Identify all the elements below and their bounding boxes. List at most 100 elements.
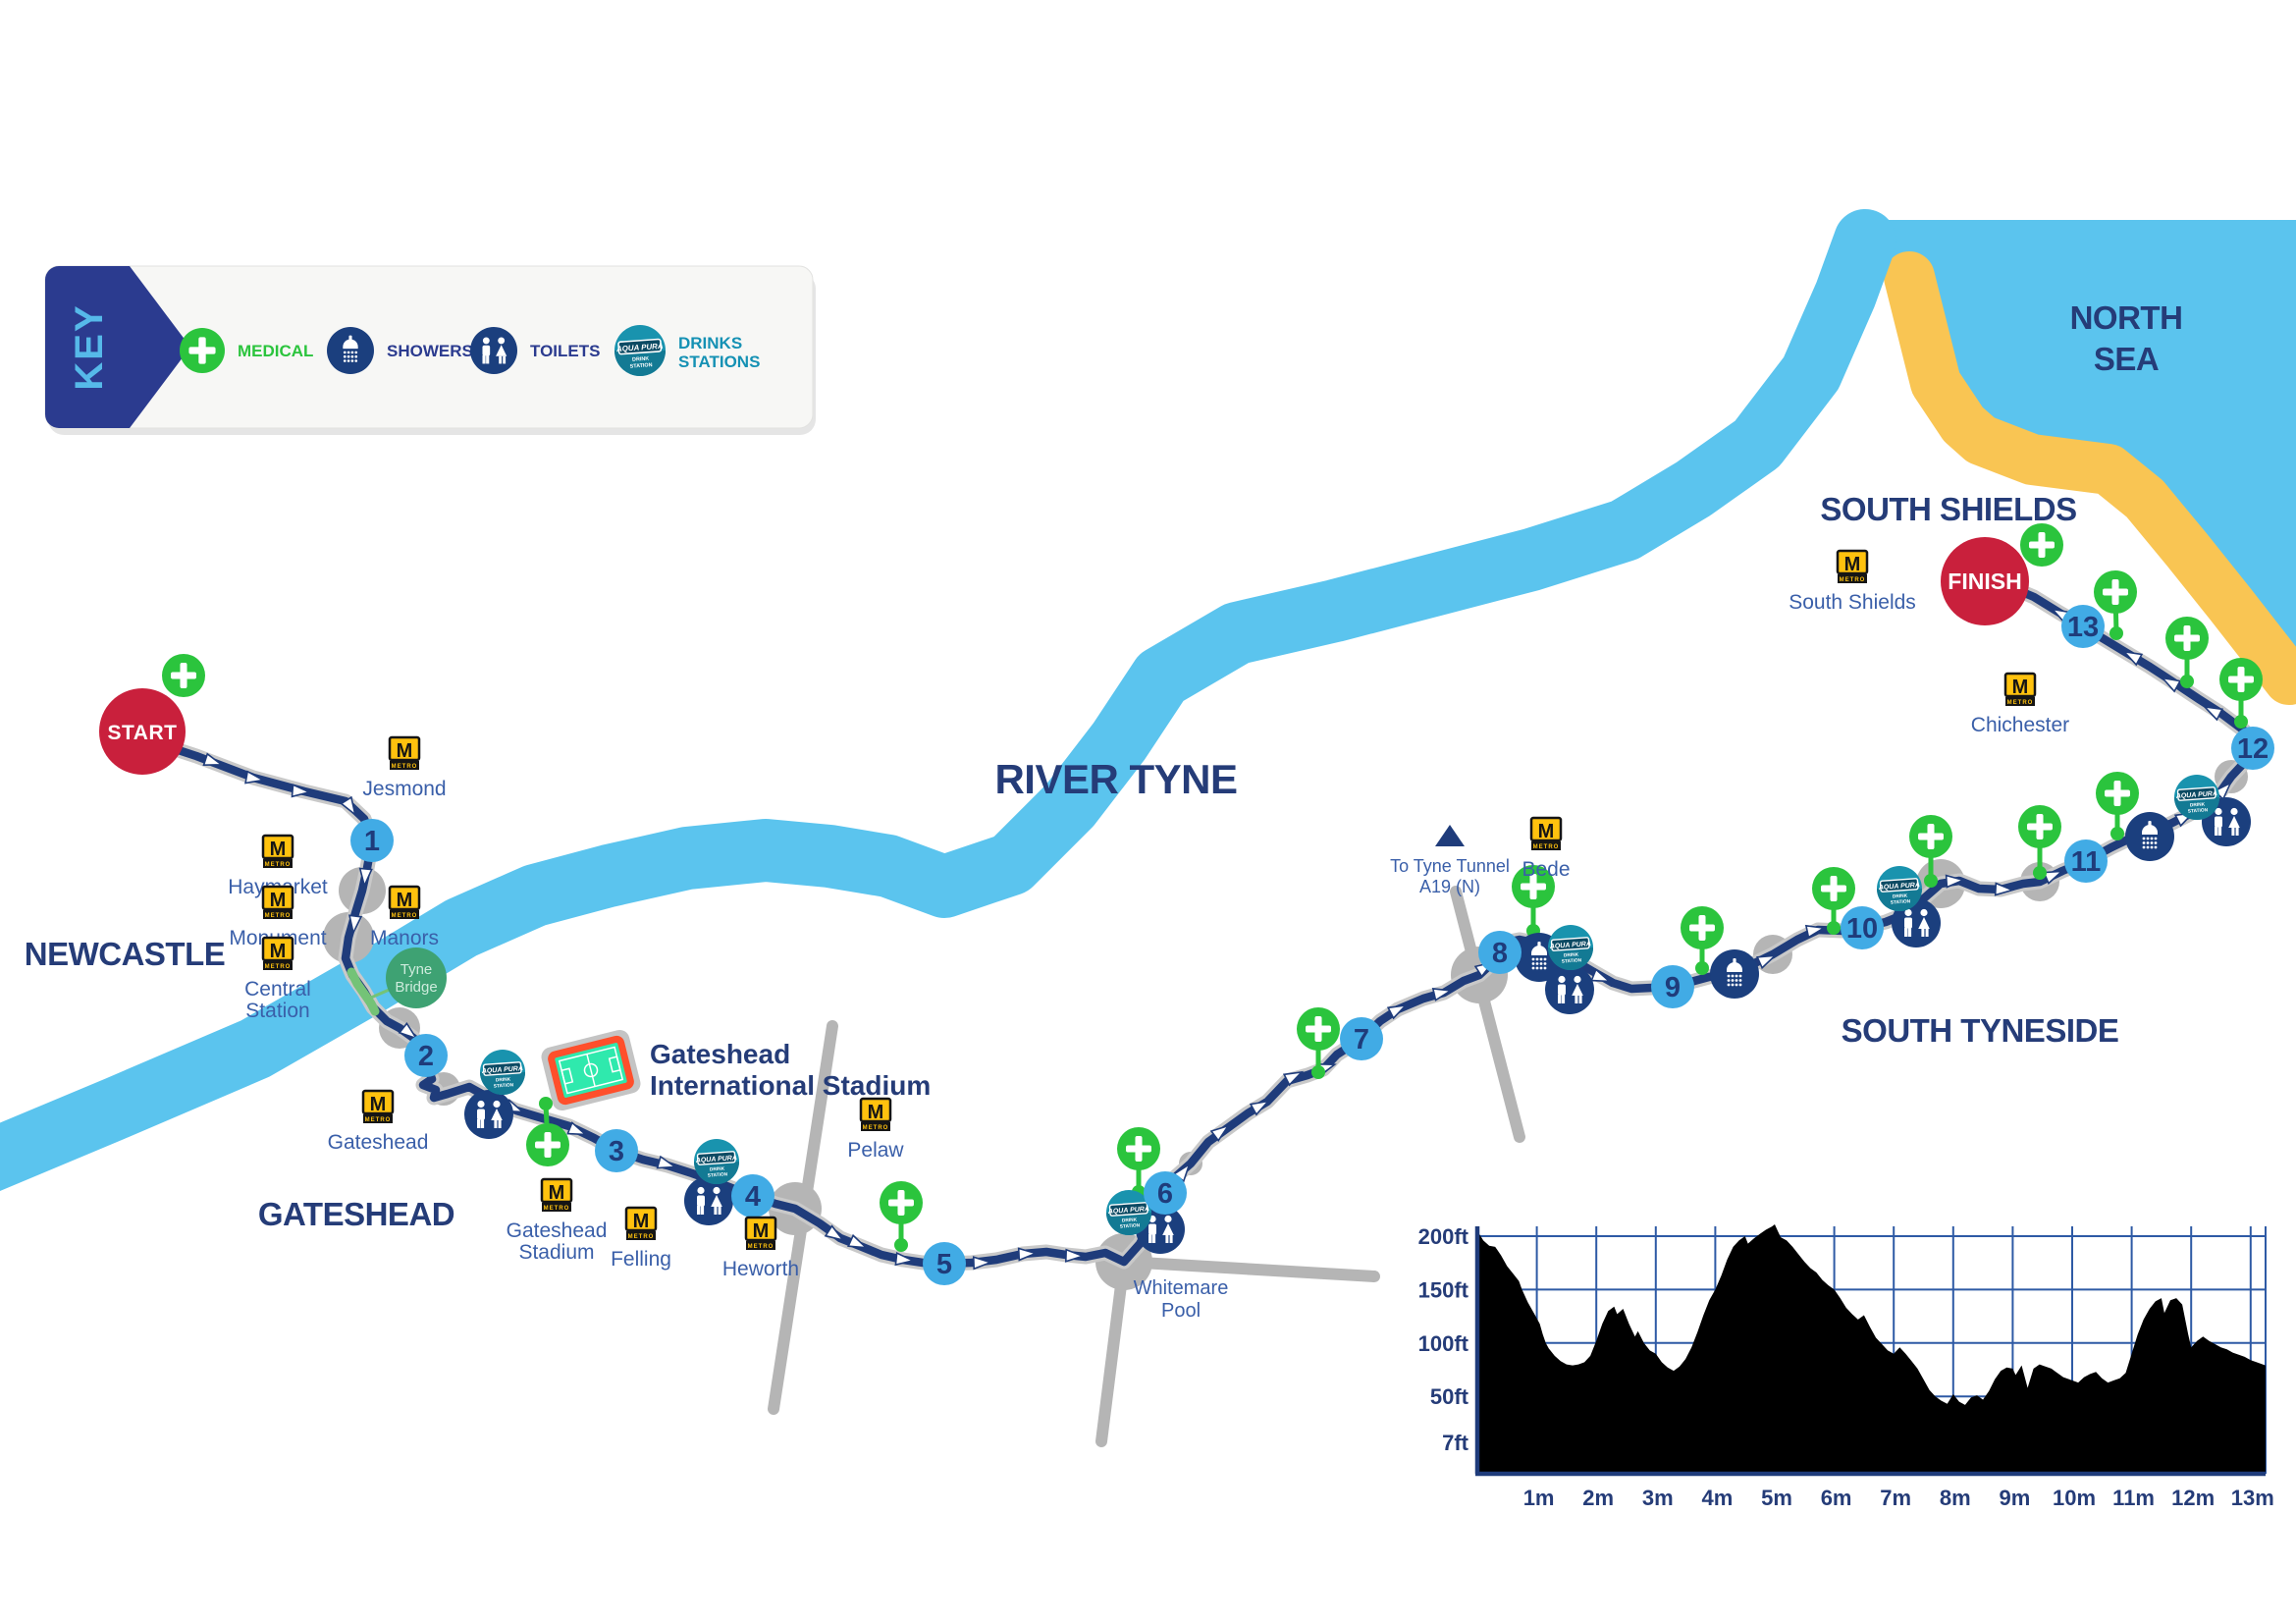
route-direction-arrow-icon: [1386, 1003, 1409, 1020]
svg-text:AQUA PURA: AQUA PURA: [615, 342, 664, 353]
region-label-south-shields: SOUTH SHIELDS: [1820, 491, 2077, 527]
chart-x-tick-label: 3m: [1642, 1486, 1674, 1510]
legend-item-label: TOILETS: [530, 342, 600, 360]
medical-icon: [2094, 570, 2137, 640]
medical-icon: [2020, 523, 2063, 567]
svg-text:Pool: Pool: [1161, 1300, 1201, 1322]
chart-x-tick-label: 2m: [1582, 1486, 1614, 1510]
svg-text:13: 13: [2067, 612, 2099, 643]
metro-station-label: South Shields: [1789, 591, 1916, 614]
legend-item-showers: SHOWERS: [327, 327, 473, 374]
medical-icon: [2018, 805, 2061, 880]
mile-marker-4: 4: [731, 1174, 774, 1218]
svg-text:10: 10: [1846, 913, 1878, 945]
svg-text:DRINK: DRINK: [710, 1165, 725, 1172]
svg-text:AQUA PURA: AQUA PURA: [695, 1155, 738, 1164]
svg-text:DRINK: DRINK: [2190, 801, 2206, 808]
svg-text:M: M: [753, 1220, 770, 1242]
svg-text:GATESHEAD: GATESHEAD: [258, 1196, 454, 1232]
svg-text:METRO: METRO: [265, 913, 292, 919]
svg-text:DRINK: DRINK: [496, 1076, 511, 1083]
route-direction-arrow-icon: [1945, 874, 1966, 889]
route-direction-arrow-icon: [1017, 1247, 1039, 1262]
svg-text:International Stadium: International Stadium: [650, 1070, 931, 1101]
svg-text:3: 3: [609, 1136, 624, 1167]
mile-marker-7: 7: [1340, 1017, 1383, 1060]
svg-text:Whitemare: Whitemare: [1134, 1277, 1229, 1299]
finish-badge: FINISH: [1941, 537, 2029, 625]
chart-y-tick-label: 50ft: [1430, 1384, 1469, 1409]
chart-y-tick-label: 7ft: [1442, 1431, 1469, 1455]
legend-item-label: MEDICAL: [238, 342, 313, 360]
medical-icon: [2096, 772, 2139, 840]
svg-text:STATION: STATION: [1562, 957, 1582, 964]
svg-text:M: M: [270, 890, 287, 911]
chart-x-tick-label: 8m: [1940, 1486, 1971, 1510]
river-tyne-water: [0, 209, 1896, 1191]
chart-x-tick-label: 10m: [2053, 1486, 2096, 1510]
route-direction-arrow-icon: [1209, 1124, 1231, 1142]
tyne-bridge-segment: [347, 967, 380, 1016]
metro-station-label: Stadium: [518, 1241, 594, 1264]
mile-marker-9: 9: [1651, 965, 1694, 1008]
mile-marker-12: 12: [2231, 727, 2274, 770]
svg-text:2: 2: [418, 1041, 434, 1072]
svg-text:DRINK: DRINK: [1122, 1217, 1138, 1223]
key-banner: [45, 266, 190, 428]
svg-text:7: 7: [1354, 1024, 1369, 1056]
metro-station-label: Gateshead: [328, 1131, 429, 1154]
svg-text:M: M: [1538, 821, 1555, 842]
svg-text:AQUA PURA: AQUA PURA: [481, 1065, 524, 1075]
route-direction-arrow-icon: [1994, 882, 2015, 896]
mile-marker-1: 1: [350, 819, 394, 862]
svg-text:M: M: [868, 1102, 884, 1123]
route-direction-arrow-icon: [2202, 705, 2224, 722]
road: [1095, 1256, 1130, 1447]
medical-icon: [1297, 1007, 1340, 1079]
svg-text:8: 8: [1492, 938, 1508, 969]
mile-marker-3: 3: [595, 1129, 638, 1172]
svg-text:M: M: [2012, 677, 2029, 698]
road: [1450, 886, 1525, 1143]
svg-text:METRO: METRO: [365, 1117, 392, 1123]
metro-station-label: Pelaw: [847, 1139, 904, 1162]
svg-text:METRO: METRO: [265, 862, 292, 868]
route-direction-arrow-icon: [2043, 870, 2064, 886]
route-direction-arrow-icon: [202, 752, 224, 767]
svg-text:Tyne: Tyne: [400, 961, 433, 978]
road: [1118, 1256, 1380, 1282]
route-direction-arrow-icon: [340, 795, 357, 817]
metro-station-label: Felling: [611, 1248, 671, 1271]
metro-icon: M METRO: [388, 735, 421, 770]
svg-text:AQUA PURA: AQUA PURA: [2175, 790, 2218, 800]
route-direction-arrow-icon: [824, 1224, 845, 1242]
svg-text:SOUTH SHIELDS: SOUTH SHIELDS: [1820, 491, 2076, 527]
medical-icon: [1909, 815, 1952, 888]
svg-text:RIVER TYNE: RIVER TYNE: [994, 756, 1237, 802]
svg-text:M: M: [397, 740, 413, 762]
route-direction-arrow-icon: [2161, 677, 2182, 693]
route-direction-arrow-icon: [347, 914, 363, 936]
svg-text:METRO: METRO: [392, 764, 418, 770]
chart-x-tick-label: 13m: [2231, 1486, 2274, 1510]
metro-station-label: Chichester: [1971, 714, 2069, 736]
